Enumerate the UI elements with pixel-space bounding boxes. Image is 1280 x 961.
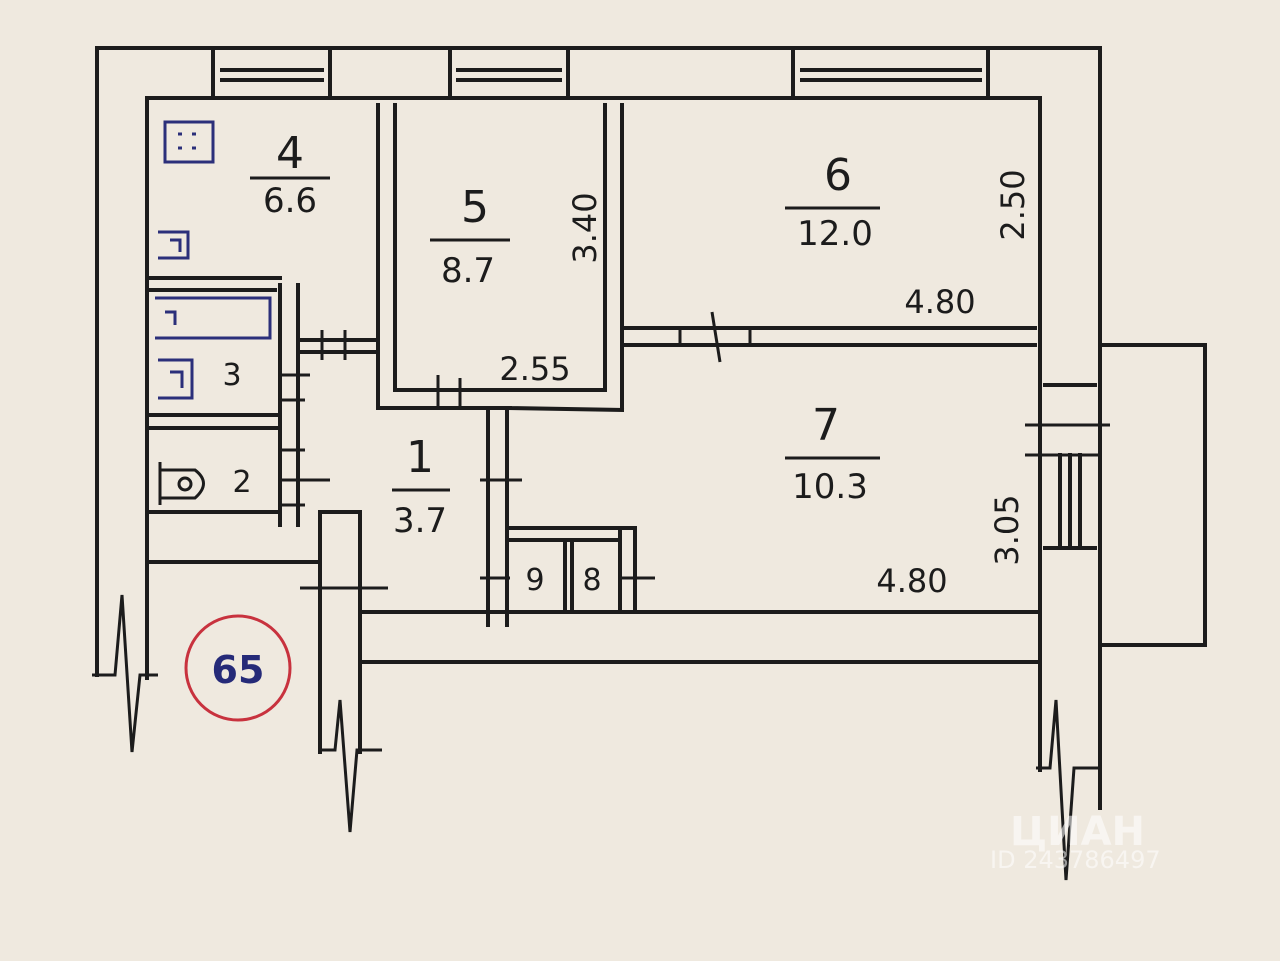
room-9-number: 9 [525,563,544,598]
room-5-walls [376,103,625,413]
room-6-height-dimension: 2.50 [994,169,1032,240]
closets [300,410,655,627]
room-8-number: 8 [582,563,601,598]
room-4-number: 4 [276,128,304,179]
fixtures [155,120,272,505]
room-1-area: 3.7 [393,501,447,541]
apartment-number-stamp: 65 [184,614,292,722]
room-1-number: 1 [406,432,434,483]
wet-zone-walls [148,276,380,527]
wall-6-7 [620,311,1037,363]
dimension-labels: 3.40 2.55 2.50 4.80 3.05 4.80 [499,169,1032,600]
bath-sink-icon [158,358,194,400]
balcony [1025,343,1207,647]
bathtub-icon [155,296,272,340]
room-3-number: 3 [222,358,241,393]
toilet-icon [158,462,205,505]
room-5-height-dimension: 3.40 [566,192,604,263]
apartment-number: 65 [212,648,265,692]
room-5-area: 8.7 [441,251,495,291]
outer-walls [95,46,1102,810]
room-7-height-dimension: 3.05 [988,494,1026,565]
room-6-number: 6 [824,150,852,201]
room-5-width-dimension: 2.55 [499,350,570,388]
room-7-number: 7 [812,400,840,451]
windows-top [211,46,990,100]
sink-icon [158,230,190,260]
room-2-number: 2 [232,465,251,500]
watermark-id: ID 243786497 [990,846,1161,874]
break-marks [92,594,1100,881]
stove-icon [163,120,215,164]
room-6-width-dimension: 4.80 [904,283,975,321]
watermark: ЦИАН ID 243786497 [990,809,1161,874]
room-7-width-dimension: 4.80 [876,562,947,600]
room-7-area: 10.3 [792,467,868,507]
room-5-number: 5 [461,182,489,233]
watermark-brand: ЦИАН [1010,809,1145,855]
room-6-area: 12.0 [797,214,873,254]
room-4-area: 6.6 [263,181,317,221]
room-labels: 4 6.6 5 8.7 6 12.0 7 10.3 1 3.7 2 3 9 8 [222,128,880,598]
